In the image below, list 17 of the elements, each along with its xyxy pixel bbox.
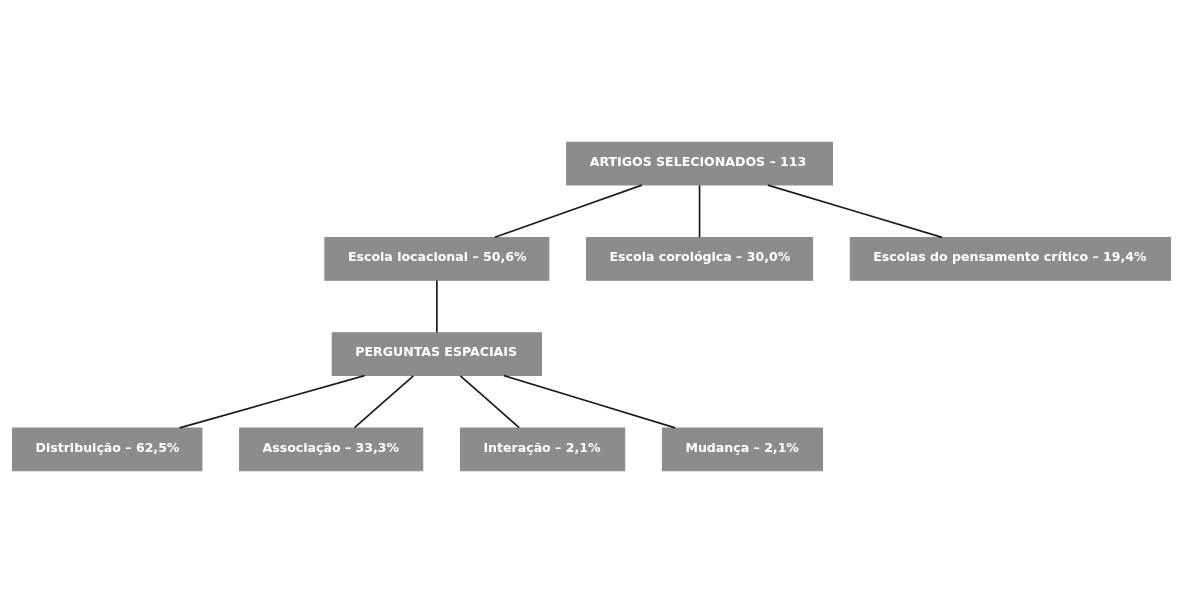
connector	[459, 375, 520, 429]
node-box: Escolas do pensamento crítico – 19,4%	[849, 236, 1172, 281]
connector	[353, 375, 415, 429]
node-box: Mudança – 2,1%	[661, 427, 824, 472]
connector	[436, 279, 438, 334]
node-box: ARTIGOS SELECIONADOS – 113	[566, 141, 833, 186]
connector	[503, 374, 677, 429]
node-box: Escola corológica – 30,0%	[586, 236, 814, 281]
connector	[698, 184, 701, 239]
node-box: Escola locacional – 50,6%	[324, 236, 550, 281]
node-box: Interação – 2,1%	[459, 427, 626, 472]
node-box: PERGUNTAS ESPACIAIS	[331, 332, 543, 377]
node-box: Associação – 33,3%	[239, 427, 424, 472]
node-box: Distribuição – 62,5%	[11, 427, 203, 472]
connector	[178, 374, 366, 429]
connector	[766, 184, 943, 239]
connector	[494, 184, 643, 239]
